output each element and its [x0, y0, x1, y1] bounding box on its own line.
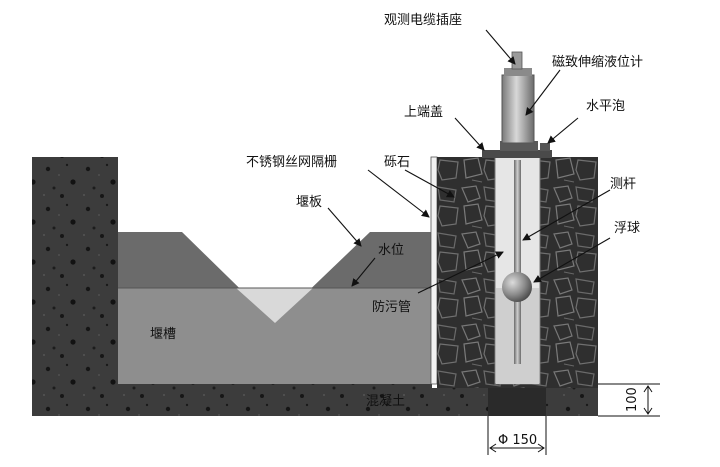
- label-measuring-rod: 测杆: [610, 177, 636, 192]
- label-concrete: 混凝土: [366, 393, 405, 409]
- label-magnetostrictive-gauge: 磁致伸缩液位计: [552, 54, 643, 70]
- float-ball: [502, 272, 532, 302]
- measuring-rod: [514, 160, 521, 364]
- stainless-screen: [430, 156, 438, 385]
- label-float-ball: 浮球: [614, 221, 640, 236]
- label-water-level: 水位: [378, 243, 404, 258]
- label-weir-channel: 堰槽: [150, 327, 176, 342]
- diameter-dimension: [487, 416, 547, 455]
- pipe-footing: [488, 384, 546, 416]
- label-weir-plate: 堰板: [296, 195, 322, 210]
- top-cover: [482, 150, 552, 158]
- label-stainless-screen: 不锈钢丝网隔栅: [246, 155, 337, 170]
- label-top-cover: 上端盖: [404, 105, 443, 120]
- magnetostrictive-gauge: [501, 74, 535, 144]
- weir-notch: [236, 288, 313, 323]
- label-gravel: 砾石: [384, 155, 410, 170]
- label-level-bubble: 水平泡: [586, 99, 625, 114]
- label-depth-dim: 100: [625, 387, 640, 412]
- cable-socket: [511, 51, 523, 70]
- level-bubble: [540, 143, 550, 151]
- label-cable-socket: 观测电缆插座: [384, 12, 462, 28]
- label-antifouling-pipe: 防污管: [372, 299, 411, 315]
- label-diameter-dim: Φ 150: [498, 433, 537, 448]
- depth-dimension: [598, 383, 660, 417]
